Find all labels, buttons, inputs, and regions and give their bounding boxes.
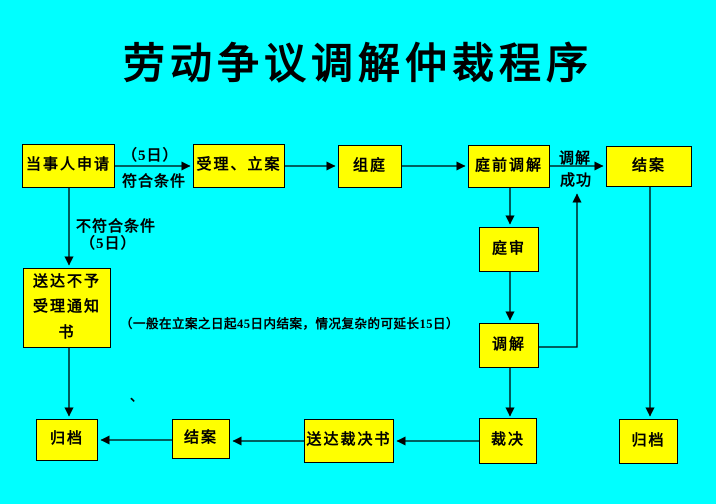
node-close-case-bottom: 结案 <box>172 419 230 459</box>
label-mediation-success-2: 成功 <box>560 173 593 189</box>
node-serve-award: 送达裁决书 <box>304 419 394 463</box>
node-archive-right: 归档 <box>619 419 678 464</box>
label-mediation-success-1: 调解 <box>559 151 592 167</box>
label-five-days-left: （5日） <box>80 236 137 252</box>
node-mediation: 调解 <box>479 323 539 368</box>
node-form-tribunal: 组庭 <box>338 145 402 188</box>
node-serve-rejection-notice: 送达不予受理通知书 <box>23 268 111 348</box>
deadline-note: （一般在立案之日起45日内结案，情况复杂的可延长15日） <box>120 317 460 331</box>
node-accept-file-case: 受理、立案 <box>193 144 285 188</box>
node-party-apply: 当事人申请 <box>22 144 115 188</box>
label-qualified: 符合条件 <box>122 174 187 190</box>
page-title: 劳动争议调解仲裁程序 <box>122 42 593 88</box>
label-five-days-top: （5日） <box>122 148 179 164</box>
label-not-qualified: 不符合条件 <box>76 219 157 235</box>
node-award: 裁决 <box>479 418 537 464</box>
node-archive-left: 归档 <box>36 419 98 461</box>
node-pretrial-mediation: 庭前调解 <box>468 145 550 188</box>
stray-mark: 、 <box>130 389 144 404</box>
node-court-hearing: 庭审 <box>479 227 539 272</box>
arrow-mediation-success-up <box>539 193 582 348</box>
node-close-case-top: 结案 <box>606 146 692 187</box>
